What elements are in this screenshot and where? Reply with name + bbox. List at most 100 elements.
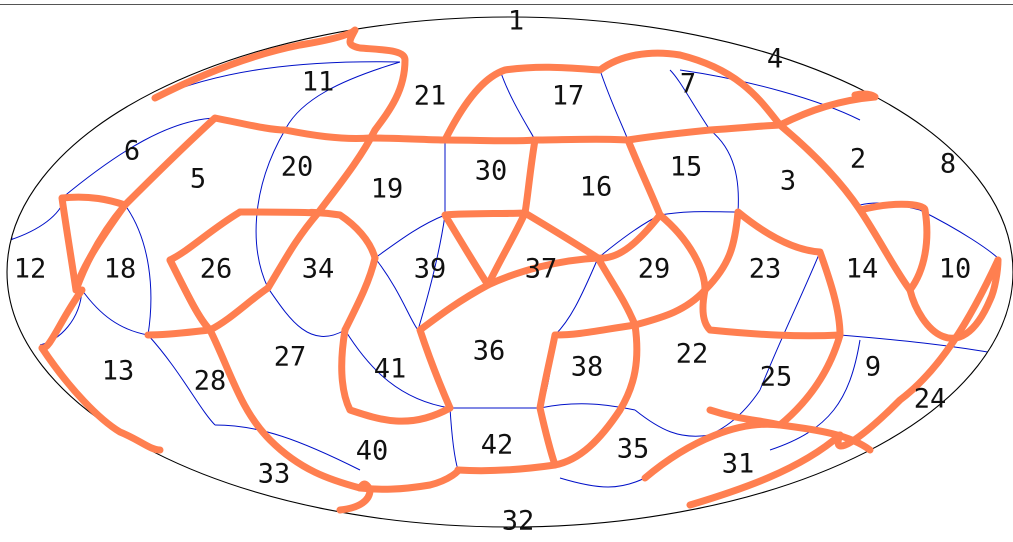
map-outline xyxy=(6,16,1013,528)
region-label-17: 17 xyxy=(552,81,585,112)
region-label-24: 24 xyxy=(914,384,947,415)
grid-line xyxy=(669,69,711,131)
grid-line xyxy=(81,289,149,336)
region-label-32: 32 xyxy=(502,506,535,537)
highlight-curve xyxy=(536,321,639,469)
highlight-curve xyxy=(706,406,784,429)
region-label-5: 5 xyxy=(190,164,206,195)
grid-line xyxy=(267,287,346,337)
grid-line xyxy=(214,424,361,471)
highlight-curve xyxy=(416,281,492,412)
highlight-curve xyxy=(336,480,374,514)
grid-line xyxy=(284,61,401,131)
region-label-27: 27 xyxy=(274,342,307,373)
region-label-33: 33 xyxy=(258,459,291,490)
grid-line xyxy=(374,214,446,259)
region-label-3: 3 xyxy=(780,166,796,197)
highlight-curve xyxy=(521,136,664,262)
highlight-curve xyxy=(166,209,322,334)
region-label-29: 29 xyxy=(638,254,671,285)
highlight-curve xyxy=(206,326,364,492)
highlight-curve xyxy=(441,121,914,294)
highlight-curve xyxy=(656,208,844,339)
region-label-16: 16 xyxy=(580,172,613,203)
highlight-curve xyxy=(699,286,844,429)
highlight-curve xyxy=(856,200,931,294)
grid-line xyxy=(919,209,1001,261)
grid-line xyxy=(839,334,1006,356)
region-label-6: 6 xyxy=(124,136,140,167)
grid-line xyxy=(769,339,861,451)
grid-line xyxy=(417,214,446,331)
region-label-4: 4 xyxy=(767,44,783,75)
grid-line xyxy=(634,409,711,437)
highlight-curve xyxy=(686,431,844,509)
region-label-19: 19 xyxy=(371,174,404,205)
region-label-36: 36 xyxy=(473,336,506,367)
region-label-21: 21 xyxy=(414,81,447,112)
grid-line xyxy=(679,69,861,121)
region-label-9: 9 xyxy=(865,352,881,383)
region-label-34: 34 xyxy=(302,254,335,285)
region-label-38: 38 xyxy=(571,352,604,383)
grid-line xyxy=(499,69,536,141)
region-label-1: 1 xyxy=(508,6,524,37)
grid-line xyxy=(147,334,216,426)
region-label-11: 11 xyxy=(302,67,335,98)
region-label-41: 41 xyxy=(374,354,407,385)
region-label-8: 8 xyxy=(940,149,956,180)
region-label-13: 13 xyxy=(102,356,135,387)
region-label-39: 39 xyxy=(414,254,447,285)
region-label-37: 37 xyxy=(525,254,558,285)
region-label-28: 28 xyxy=(194,366,227,397)
highlight-curve xyxy=(834,256,1002,450)
region-label-35: 35 xyxy=(617,434,650,465)
highlight-curve xyxy=(151,26,409,217)
highlight-curve xyxy=(851,90,879,101)
highlight-curve xyxy=(641,420,874,482)
highlight-curve xyxy=(72,201,129,294)
highlight-curve xyxy=(144,326,214,339)
highlight-curve xyxy=(906,256,1002,342)
grid-line xyxy=(709,129,739,213)
grid-line xyxy=(374,257,419,331)
highlight-curve xyxy=(441,136,539,289)
grid-line xyxy=(539,403,636,411)
region-label-12: 12 xyxy=(14,254,47,285)
grid-line xyxy=(255,129,286,289)
highlight-curve xyxy=(38,344,164,454)
region-label-2: 2 xyxy=(850,144,866,175)
region-label-20: 20 xyxy=(281,152,314,183)
region-labels: 1234567891011121314151617181920212223242… xyxy=(14,6,972,537)
region-label-23: 23 xyxy=(749,254,782,285)
highlight-curve xyxy=(166,208,244,334)
region-label-31: 31 xyxy=(722,449,755,480)
grid-line xyxy=(599,69,629,141)
grid-line xyxy=(659,211,739,216)
grid-line xyxy=(554,257,599,336)
grid-line xyxy=(124,204,152,336)
highlight-curve xyxy=(341,254,379,334)
region-label-10: 10 xyxy=(939,254,972,285)
highlight-curve xyxy=(38,286,86,352)
grid-line xyxy=(449,407,459,471)
highlight-curve xyxy=(454,321,641,475)
grid-line xyxy=(344,329,451,409)
grid-line xyxy=(759,251,821,391)
region-label-25: 25 xyxy=(760,362,793,393)
region-label-15: 15 xyxy=(670,152,703,183)
highlight-curve xyxy=(356,466,462,493)
region-label-18: 18 xyxy=(104,254,137,285)
grid-line xyxy=(29,419,161,454)
region-label-42: 42 xyxy=(481,430,514,461)
region-label-14: 14 xyxy=(846,254,879,285)
grid-line xyxy=(61,117,216,199)
region-label-40: 40 xyxy=(356,436,389,467)
highlight-curve xyxy=(484,254,639,329)
region-label-7: 7 xyxy=(680,69,696,100)
grid-line xyxy=(559,477,646,488)
highlight-curve xyxy=(631,286,709,329)
highlight-curve xyxy=(236,208,322,217)
